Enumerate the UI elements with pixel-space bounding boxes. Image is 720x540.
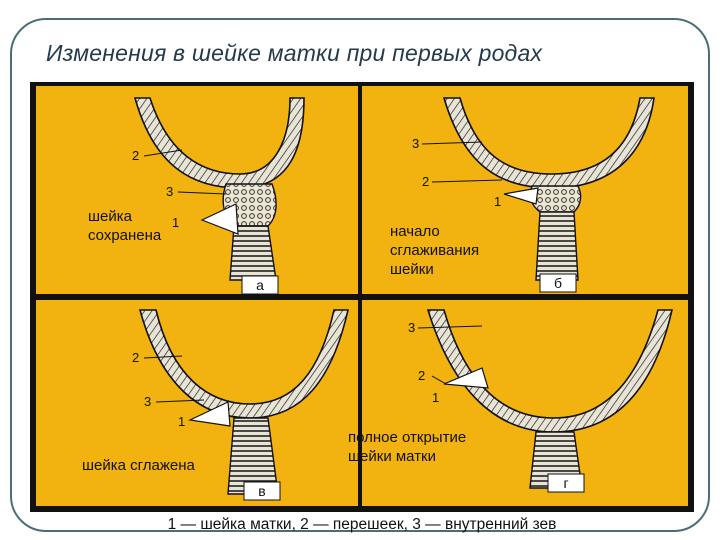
- slide-title: Изменения в шейке матки при первых родах: [46, 40, 706, 67]
- panel-v-label-line1: шейка сглажена: [82, 457, 196, 474]
- diagram-figure: 2 3 1 шейка сохранена а 3 2 1 начало сгл…: [30, 82, 694, 512]
- panel-a-letter: а: [256, 277, 264, 293]
- panel-b-callout-2: 2: [422, 174, 429, 189]
- panel-b-label-line1: начало: [390, 223, 440, 240]
- diagram-svg: 2 3 1 шейка сохранена а 3 2 1 начало сгл…: [32, 84, 692, 510]
- panel-a-callout-1: 1: [172, 215, 179, 230]
- panel-g: 3 2 1 полное открытие шейки матки г: [348, 300, 688, 506]
- panel-a-label-line1: шейка: [88, 208, 133, 225]
- panel-b-label-line2: сглаживания: [390, 242, 479, 259]
- panel-g-callout-3: 3: [408, 320, 415, 335]
- panel-v-callout-3: 3: [144, 394, 151, 409]
- panel-v-letter: в: [258, 483, 265, 499]
- panel-g-label-line2: шейки матки: [348, 448, 436, 465]
- panel-g-letter: г: [563, 475, 568, 491]
- panel-g-callout-2: 2: [418, 368, 425, 383]
- panel-b-label-line3: шейки: [390, 261, 434, 278]
- panel-v: 2 3 1 шейка сглажена в: [36, 300, 358, 506]
- panel-g-callout-1: 1: [432, 390, 439, 405]
- panel-b-callout-3: 3: [412, 136, 419, 151]
- panel-v-callout-2: 2: [132, 350, 139, 365]
- panel-b-callout-1: 1: [494, 194, 501, 209]
- panel-v-callout-1: 1: [178, 414, 185, 429]
- panel-b-letter: б: [554, 275, 562, 291]
- panel-a-callout-3: 3: [166, 184, 173, 199]
- panel-b-cervical-canal: [536, 212, 578, 280]
- panel-a-callout-2: 2: [132, 148, 139, 163]
- panel-a-background: [36, 86, 358, 294]
- panel-a-label-line2: сохранена: [88, 227, 162, 244]
- panel-b: 3 2 1 начало сглаживания шейки б: [362, 86, 688, 294]
- legend-caption: 1 — шейка матки, 2 — перешеек, 3 — внутр…: [30, 516, 694, 534]
- panel-a: 2 3 1 шейка сохранена а: [36, 86, 358, 294]
- panel-g-label-line1: полное открытие: [348, 429, 466, 446]
